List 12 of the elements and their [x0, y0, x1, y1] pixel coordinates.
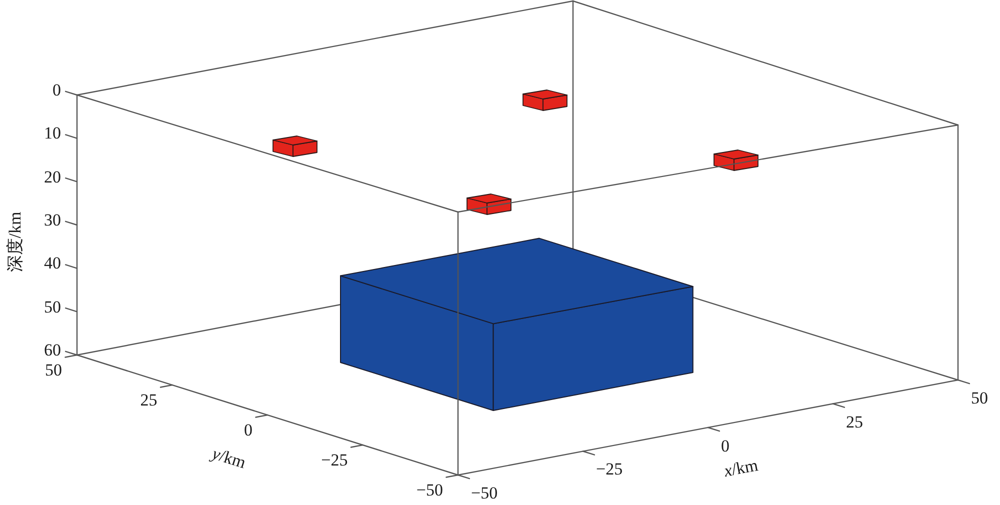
tick-label: 20: [44, 168, 61, 186]
tick-label: 10: [44, 124, 61, 142]
tick-label: 50: [45, 362, 62, 378]
axis-title: 深度/km: [6, 212, 24, 272]
tick-label: 0: [52, 82, 61, 98]
tick-label: 60: [44, 342, 61, 358]
tick-label: 30: [44, 212, 61, 228]
tick-label: −50: [471, 484, 498, 502]
tick-label: 50: [44, 298, 61, 316]
tick-label: 40: [44, 254, 61, 272]
tick-label: 50: [971, 390, 988, 406]
tick-label: −50: [416, 482, 443, 498]
